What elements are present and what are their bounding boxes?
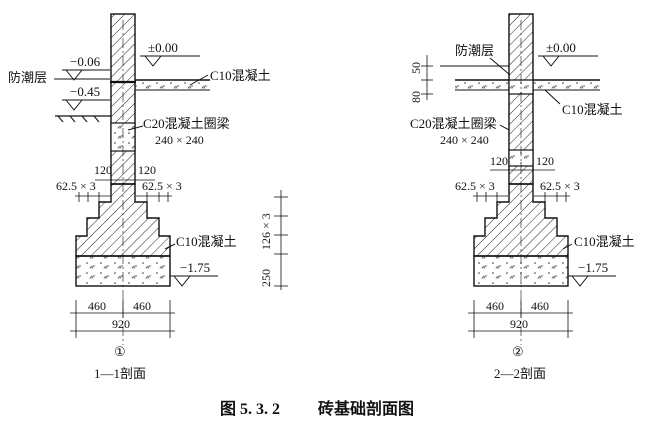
wall-dim-right: 120: [536, 154, 554, 168]
dim-total: 920: [112, 317, 130, 331]
elevation-label: −1.75: [578, 260, 608, 275]
beam-label: C20混凝土圈梁: [410, 116, 497, 131]
step-dim-left: 62.5 × 3: [56, 179, 96, 193]
elevation-marker-minus175: −1.75: [568, 260, 616, 287]
vertical-dimension: [274, 190, 288, 290]
dim-total: 920: [510, 317, 528, 331]
dim-right: 460: [133, 299, 151, 313]
dpc-label: 防潮层: [8, 70, 47, 85]
elevation-label: −0.06: [70, 54, 101, 69]
beam-size: 240 × 240: [440, 133, 489, 147]
ground-line: [55, 115, 111, 123]
dpc-label: 防潮层: [455, 43, 494, 58]
beam-size: 240 × 240: [155, 133, 204, 147]
section-1: −0.06 防潮层 −0.45 ±0.00 C10混凝土 C20混凝土圈梁 24…: [8, 13, 288, 381]
vdim-50: 50: [409, 62, 423, 74]
step-dim-left: 62.5 × 3: [455, 179, 495, 193]
wall-dim-left: 120: [490, 154, 508, 168]
figure-caption: 砖基础剖面图: [318, 399, 414, 418]
elevation-marker-000: ±0.00: [140, 40, 200, 67]
elevation-marker-minus045: −0.45: [62, 84, 110, 111]
step-dim-right: 62.5 × 3: [142, 179, 182, 193]
elevation-label: −0.45: [70, 84, 100, 99]
section-2: 防潮层 ±0.00 50 80 C10混凝土 C20混凝土圈梁 240 × 24…: [409, 13, 635, 381]
step-dim-right: 62.5 × 3: [540, 179, 580, 193]
elevation-marker-000: ±0.00: [538, 40, 598, 67]
elevation-label: ±0.00: [148, 40, 178, 55]
wall-dim-right: 120: [138, 163, 156, 177]
section-marker: ②: [512, 344, 524, 359]
horizontal-dimension: [468, 300, 573, 338]
slab-label: C10混凝土: [210, 68, 271, 83]
base-label: C10混凝土: [176, 234, 237, 249]
base-label: C10混凝土: [574, 234, 635, 249]
elevation-label: −1.75: [180, 260, 210, 275]
section-title: 2—2剖面: [494, 366, 546, 381]
dim-left: 460: [486, 299, 504, 313]
section-title: 1—1剖面: [94, 366, 146, 381]
figure-number: 图 5. 3. 2: [220, 400, 280, 418]
slab-label: C10混凝土: [562, 102, 623, 117]
elevation-marker-minus175: −1.75: [170, 260, 218, 287]
dim-left: 460: [88, 299, 106, 313]
wall-dim-left: 120: [94, 163, 112, 177]
section-marker: ①: [114, 344, 126, 359]
vdim-base: 250: [259, 269, 273, 287]
elevation-label: ±0.00: [546, 40, 576, 55]
vdim-steps: 126 × 3: [259, 213, 273, 250]
vertical-dimension: [421, 55, 433, 100]
dim-right: 460: [531, 299, 549, 313]
elevation-marker-minus006: −0.06: [62, 54, 110, 81]
floor-slab: [455, 79, 600, 91]
beam-label: C20混凝土圈梁: [143, 116, 230, 131]
vdim-80: 80: [409, 91, 423, 103]
